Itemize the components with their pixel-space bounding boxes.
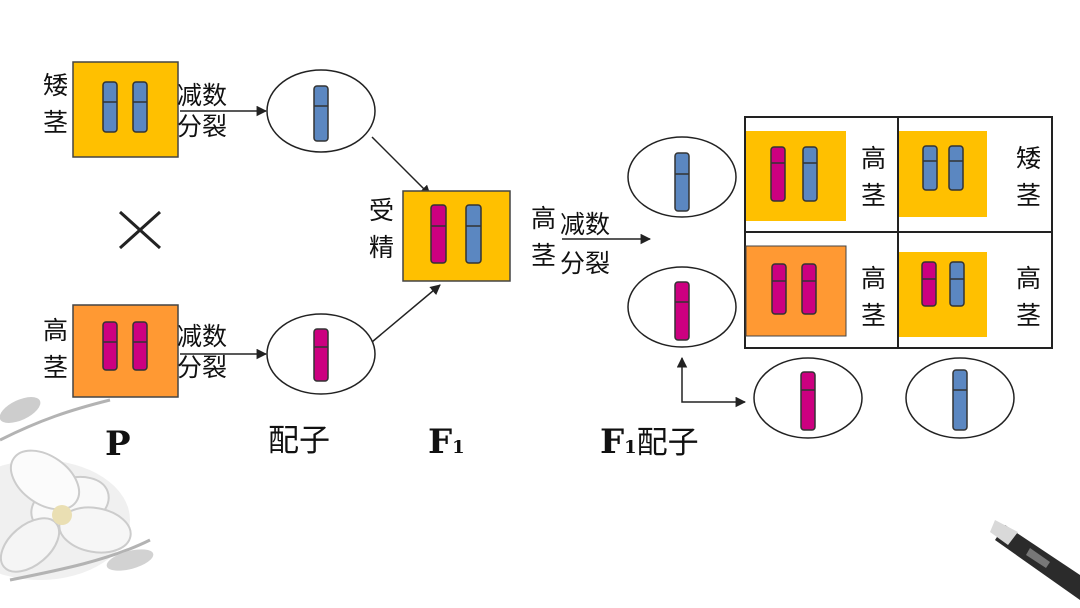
label-meiosis-1: 减数分裂 [177, 81, 228, 141]
glyph: 茎 [1016, 181, 1042, 210]
gamete-dwarf [266, 69, 376, 153]
chromosome [132, 81, 148, 133]
label-f1-gamete: F1配子 [600, 425, 699, 459]
arrow [371, 284, 441, 343]
glyph: 精 [369, 233, 395, 262]
label-p: P [105, 424, 131, 464]
parent-tall-cell [72, 304, 179, 398]
chromosome [800, 371, 816, 431]
label-f2-cell1: 高茎 [861, 146, 889, 208]
label-meiosis-3: 减数分裂 [560, 210, 611, 278]
chromosome [770, 146, 786, 202]
chromosome [465, 204, 482, 264]
glyph: 茎 [861, 301, 887, 330]
arrow [371, 136, 431, 196]
brush-decoration-icon [990, 520, 1080, 600]
subscript-1: 1 [452, 437, 465, 458]
glyph: 受 [369, 196, 395, 225]
chromosome [952, 369, 968, 431]
label-f2-cell4: 高茎 [1016, 266, 1044, 328]
glyph: 茎 [531, 241, 557, 270]
chromosome [313, 328, 329, 382]
chromosome [802, 146, 818, 202]
glyph: 高 [43, 316, 69, 345]
cross-symbol-icon [118, 210, 162, 250]
glyph: 矮 [1016, 144, 1042, 173]
chromosome [102, 81, 118, 133]
punnett-cell-4 [899, 252, 987, 337]
punnett-cell-3 [745, 245, 847, 337]
label-gamete: 配子 [268, 423, 330, 459]
parent-dwarf-cell [72, 61, 179, 158]
chromosome [102, 321, 118, 371]
glyph: 矮 [43, 71, 69, 100]
glyph: 茎 [1016, 301, 1042, 330]
label-fertilization: 受精 [369, 198, 397, 260]
f1-gamete-dwarf-2 [905, 357, 1015, 439]
arrow [676, 356, 747, 408]
label-f1-tall-stem: 高茎 [531, 206, 559, 268]
chromosome [921, 261, 937, 307]
chromosome [313, 85, 329, 142]
glyph: 茎 [43, 108, 69, 137]
glyph: 茎 [861, 181, 887, 210]
chromosome [948, 145, 964, 191]
f1-gamete-tall-2 [753, 357, 863, 439]
label-f2-cell3: 高茎 [861, 266, 889, 328]
chromosome [674, 281, 690, 341]
glyph: 高 [1016, 264, 1042, 293]
chromosome [801, 263, 817, 315]
label-f2-cell2: 矮茎 [1016, 146, 1044, 208]
chromosome [132, 321, 148, 371]
punnett-cell-2 [899, 131, 987, 217]
f1-cell [402, 190, 511, 282]
glyph: 高 [861, 144, 887, 173]
label-f1: F1 [428, 425, 465, 459]
punnett-cell-1 [746, 131, 846, 221]
chromosome [674, 152, 690, 212]
chromosome [771, 263, 787, 315]
f-letter: F [428, 422, 453, 462]
glyph: 高 [531, 204, 557, 233]
chromosome [949, 261, 965, 307]
subscript-1: 1 [624, 437, 637, 458]
glyph: 高 [861, 264, 887, 293]
label-meiosis-2: 减数分裂 [177, 322, 228, 382]
f-letter: F [600, 422, 625, 462]
gamete-text: 配子 [636, 425, 699, 461]
punnett-square [744, 116, 1053, 349]
f1-gamete-dwarf [627, 136, 737, 218]
label-tall-stem: 高茎 [43, 318, 71, 380]
f1-gamete-tall [627, 266, 737, 348]
label-dwarf-stem: 矮茎 [43, 73, 71, 135]
flower-decoration-icon [0, 397, 154, 582]
gamete-tall [266, 313, 376, 395]
chromosome [430, 204, 447, 264]
chromosome [922, 145, 938, 191]
glyph: 茎 [43, 353, 69, 382]
